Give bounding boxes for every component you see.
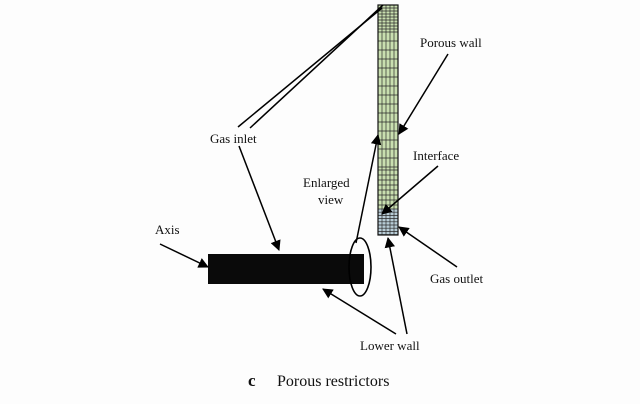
label-enlarged: Enlarged <box>303 175 350 190</box>
enlarged-view-arrow <box>355 133 382 244</box>
gas-outlet-arrow <box>398 226 458 268</box>
porous-wall-fill <box>378 5 398 209</box>
enlarged-view-ellipse <box>348 237 372 297</box>
lower-wall-arrow-to-column <box>384 236 408 335</box>
label-porous-wall: Porous wall <box>420 35 482 50</box>
label-axis: Axis <box>155 222 180 237</box>
interface-arrow <box>381 165 439 215</box>
porous-wall-mesh <box>377 4 399 236</box>
label-interface: Interface <box>413 148 459 163</box>
label-lower-wall: Lower wall <box>360 338 420 353</box>
caption-letter: c <box>248 371 256 390</box>
label-view: view <box>318 192 344 207</box>
gas-inlet-leader-second <box>249 4 384 129</box>
lower-wall-arrow-to-bar <box>322 288 397 335</box>
porous-wall-outline <box>377 4 399 236</box>
solid-restrictor-bar <box>208 254 364 284</box>
label-gas-outlet: Gas outlet <box>430 271 483 286</box>
label-gas-inlet: Gas inlet <box>210 131 257 146</box>
axis-arrow <box>159 243 209 268</box>
caption-text: Porous restrictors <box>277 373 389 390</box>
porous-wall-arrow <box>398 53 449 135</box>
gas-inlet-arrow-to-bar <box>238 145 281 251</box>
